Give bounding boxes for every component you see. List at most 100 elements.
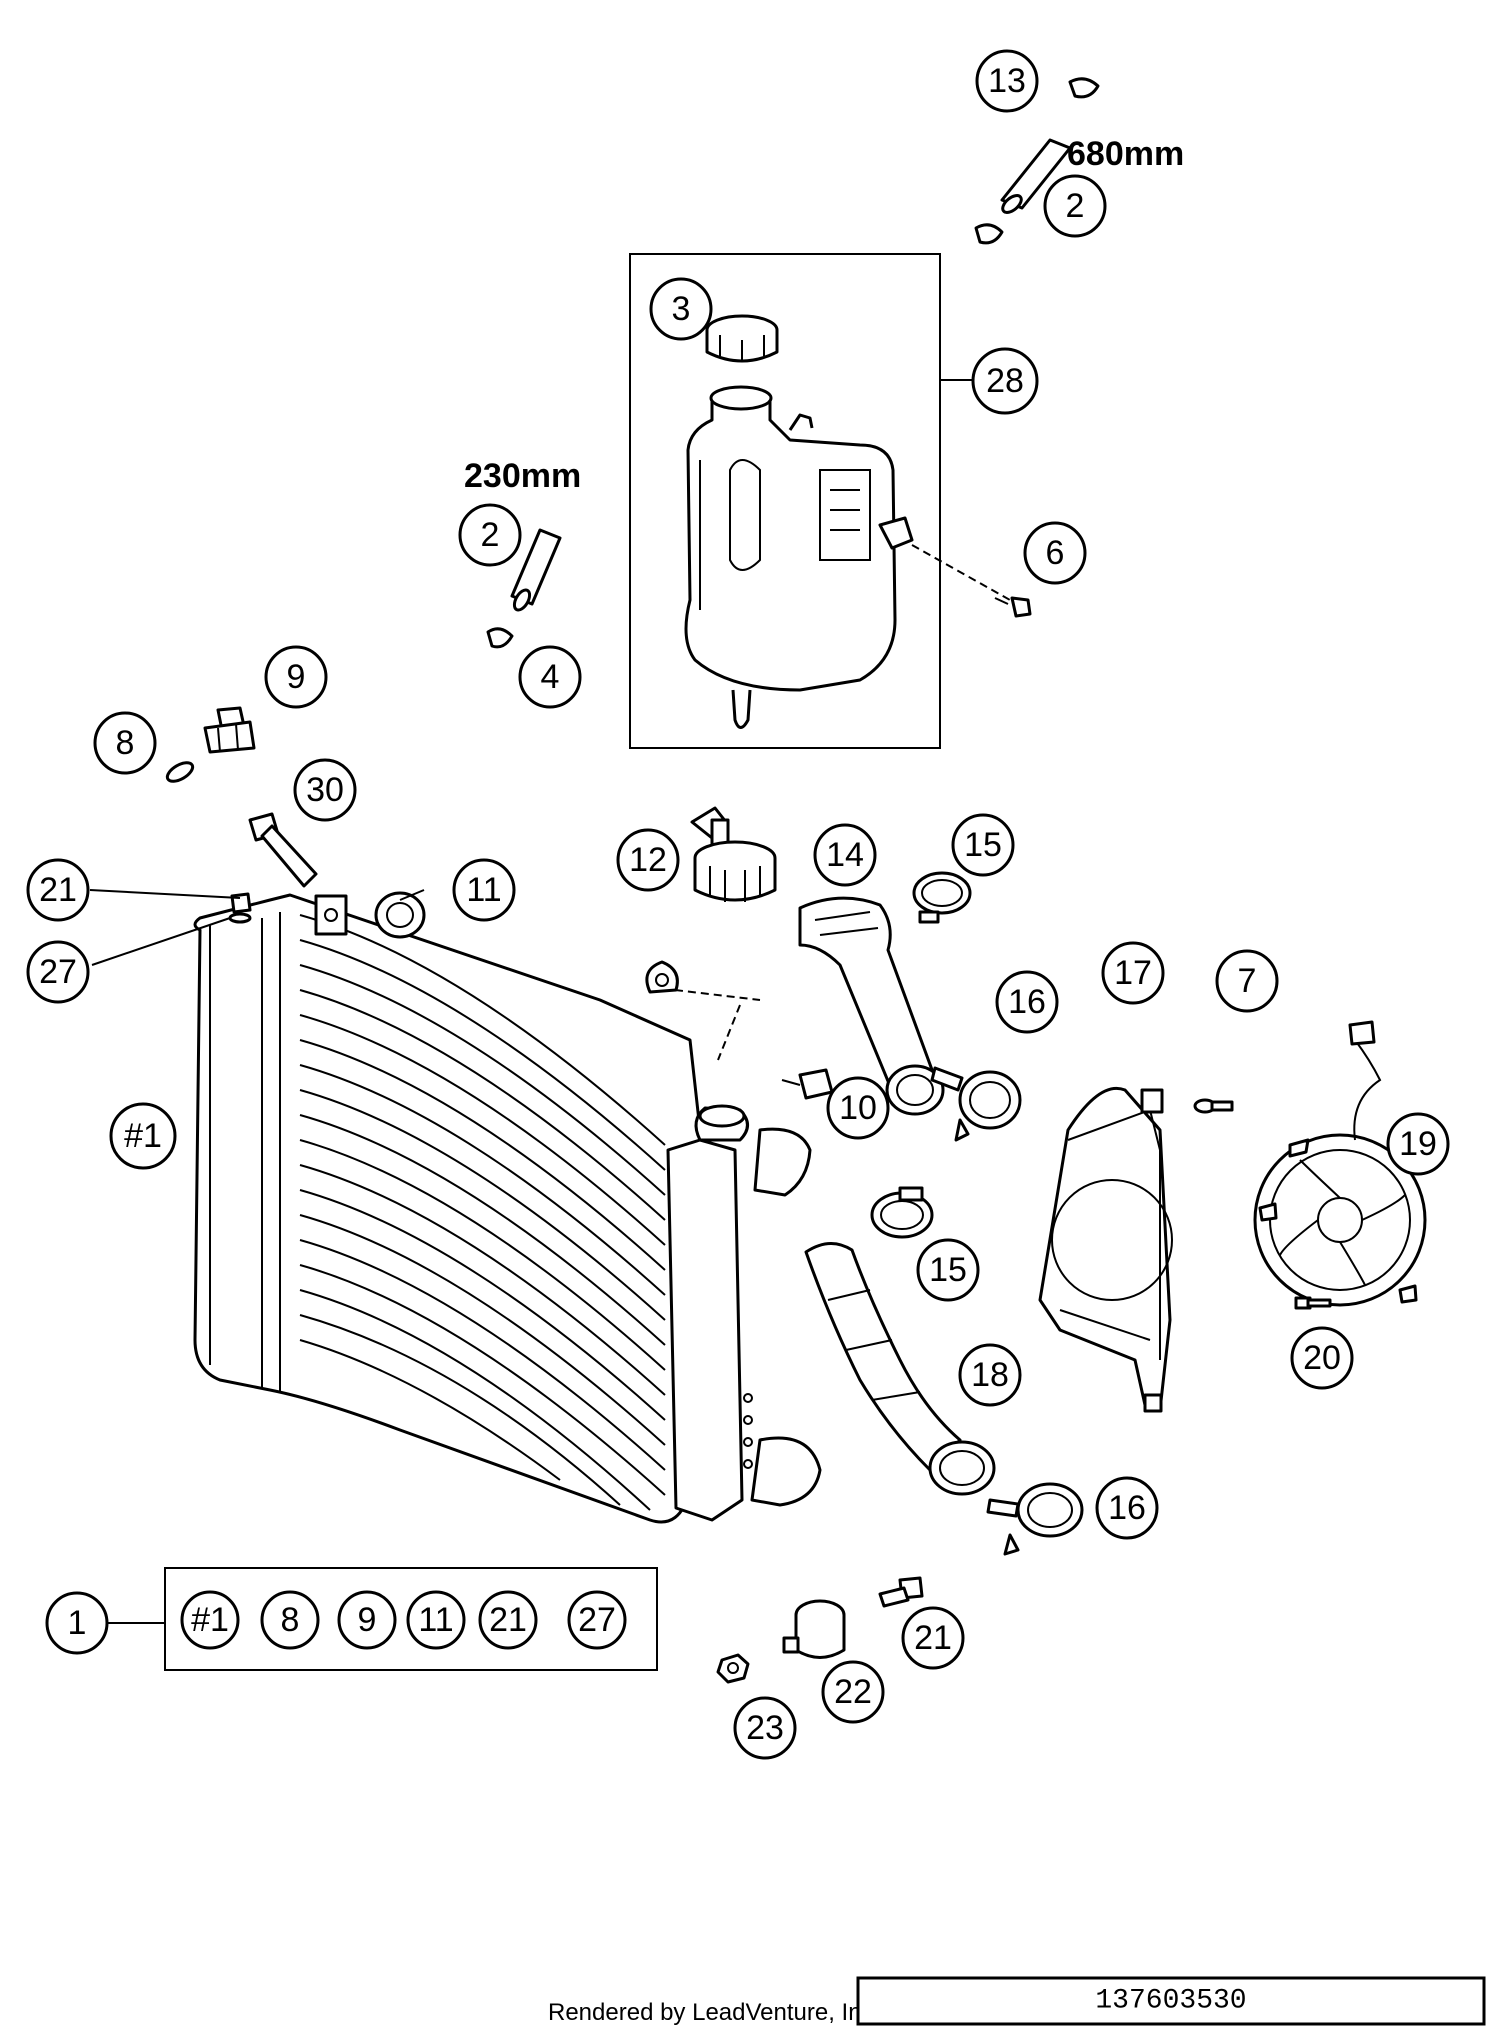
callout-8: 8 [93,711,157,775]
reference-box [856,1976,1486,2026]
upper-coolant-hose-part [798,896,945,1116]
callout-23: 23 [733,1696,797,1760]
svg-text:13: 13 [988,62,1026,100]
svg-text:16: 16 [1008,983,1046,1021]
hose-clamp-16-upper-part [930,1066,1022,1142]
svg-text:12: 12 [629,841,667,879]
svg-text:22: 22 [834,1673,872,1711]
tank-screw-part [911,544,1032,618]
callout-2-long-hose: 2 [1043,174,1107,238]
sealing-ring-part [165,761,195,783]
callout-30: 30 [293,758,357,822]
overflow-hose-long-part [1000,138,1072,214]
svg-text:2: 2 [481,516,500,554]
dimension-680mm: 680mm [1067,135,1184,173]
callout-2-short-hose: 2 [458,503,522,567]
rubber-bushing-part [782,1599,846,1659]
kit-item-9: 9 [337,1590,397,1650]
expansion-tank-part [684,385,914,729]
svg-text:18: 18 [971,1356,1009,1394]
hose-clamp-15-upper-part [912,871,972,924]
svg-text:11: 11 [418,1601,453,1639]
svg-text:14: 14 [826,836,864,874]
bleed-screw-part [230,892,252,914]
svg-text:21: 21 [489,1601,527,1639]
callout-4: 4 [518,645,582,709]
svg-text:21: 21 [914,1619,952,1657]
callout-27: 27 [26,940,90,1004]
svg-text:20: 20 [1303,1339,1341,1377]
svg-text:28: 28 [986,362,1024,400]
rubber-grommet-part [374,891,426,939]
svg-text:#1: #1 [124,1117,162,1155]
callout-13: 13 [975,49,1039,113]
radiator-part [193,893,822,1524]
callout-18: 18 [958,1343,1022,1407]
svg-text:23: 23 [746,1709,784,1747]
hose-clamp-top-part [1068,77,1100,99]
callout-15-upper: 15 [951,813,1015,877]
callout-22: 22 [821,1660,885,1724]
radiator-fan-part [1253,1020,1427,1307]
expansion-tank-group-box [629,253,941,749]
fan-shroud-part [1038,1087,1173,1413]
svg-text:16: 16 [1108,1489,1146,1527]
svg-text:19: 19 [1399,1125,1437,1163]
callout-20: 20 [1290,1326,1354,1390]
svg-text:8: 8 [281,1601,300,1639]
hose-clamp-4-part [486,627,514,649]
callout-21-bleed: 21 [26,858,90,922]
nut-part [716,1653,750,1684]
svg-text:15: 15 [964,826,1002,864]
svg-text:#1: #1 [191,1601,229,1639]
svg-text:4: 4 [541,658,560,696]
svg-text:7: 7 [1238,962,1257,1000]
radiator-cap-part [690,806,777,902]
bolt-30-part [248,812,318,888]
dimension-230mm: 230mm [464,457,581,495]
callout-14: 14 [813,823,877,887]
kit-item-27: 27 [567,1590,627,1650]
radiator-screw-part [674,989,834,1100]
svg-text:11: 11 [466,871,501,909]
svg-text:9: 9 [358,1601,377,1639]
svg-text:30: 30 [306,771,344,809]
bolt-21-part [878,1576,924,1608]
hose-clamp-15-lower-part [870,1186,934,1239]
callout-9: 9 [264,645,328,709]
hose-clamp-small-part [974,223,1004,245]
svg-text:10: 10 [839,1089,877,1127]
svg-text:6: 6 [1046,534,1065,572]
svg-text:1: 1 [68,1604,87,1642]
kit-item-21: 21 [478,1590,538,1650]
hose-clamp-16-lower-part [986,1482,1084,1556]
callout-21-bolt: 21 [901,1606,965,1670]
svg-text:17: 17 [1114,954,1152,992]
callout-15-lower: 15 [916,1238,980,1302]
callout-19: 19 [1386,1112,1450,1176]
svg-text:2: 2 [1066,187,1085,225]
kit-item-8: 8 [260,1590,320,1650]
footer-credit: Rendered by LeadVenture, Inc. [548,1999,880,2026]
washer-27-part [228,912,252,924]
callout-17: 17 [1101,941,1165,1005]
callout-10: 10 [826,1076,890,1140]
kit-item-hash1: #1 [180,1590,240,1650]
fan-screw-part [1294,1296,1332,1310]
callout-3: 3 [649,277,713,341]
callout-28: 28 [971,347,1039,415]
svg-text:21: 21 [39,871,77,909]
temperature-sensor-part [203,706,256,754]
kit-group-box [164,1567,658,1671]
callout-11: 11 [452,858,516,922]
callout-7: 7 [1215,949,1279,1013]
callout-12: 12 [616,828,680,892]
callout-16-lower: 16 [1095,1476,1159,1540]
lower-coolant-hose-part [804,1242,996,1496]
callout-16-upper: 16 [995,970,1059,1034]
svg-text:3: 3 [672,290,691,328]
callout-radiator-hash1: #1 [109,1102,177,1170]
svg-text:8: 8 [116,724,135,762]
svg-text:27: 27 [578,1601,616,1639]
